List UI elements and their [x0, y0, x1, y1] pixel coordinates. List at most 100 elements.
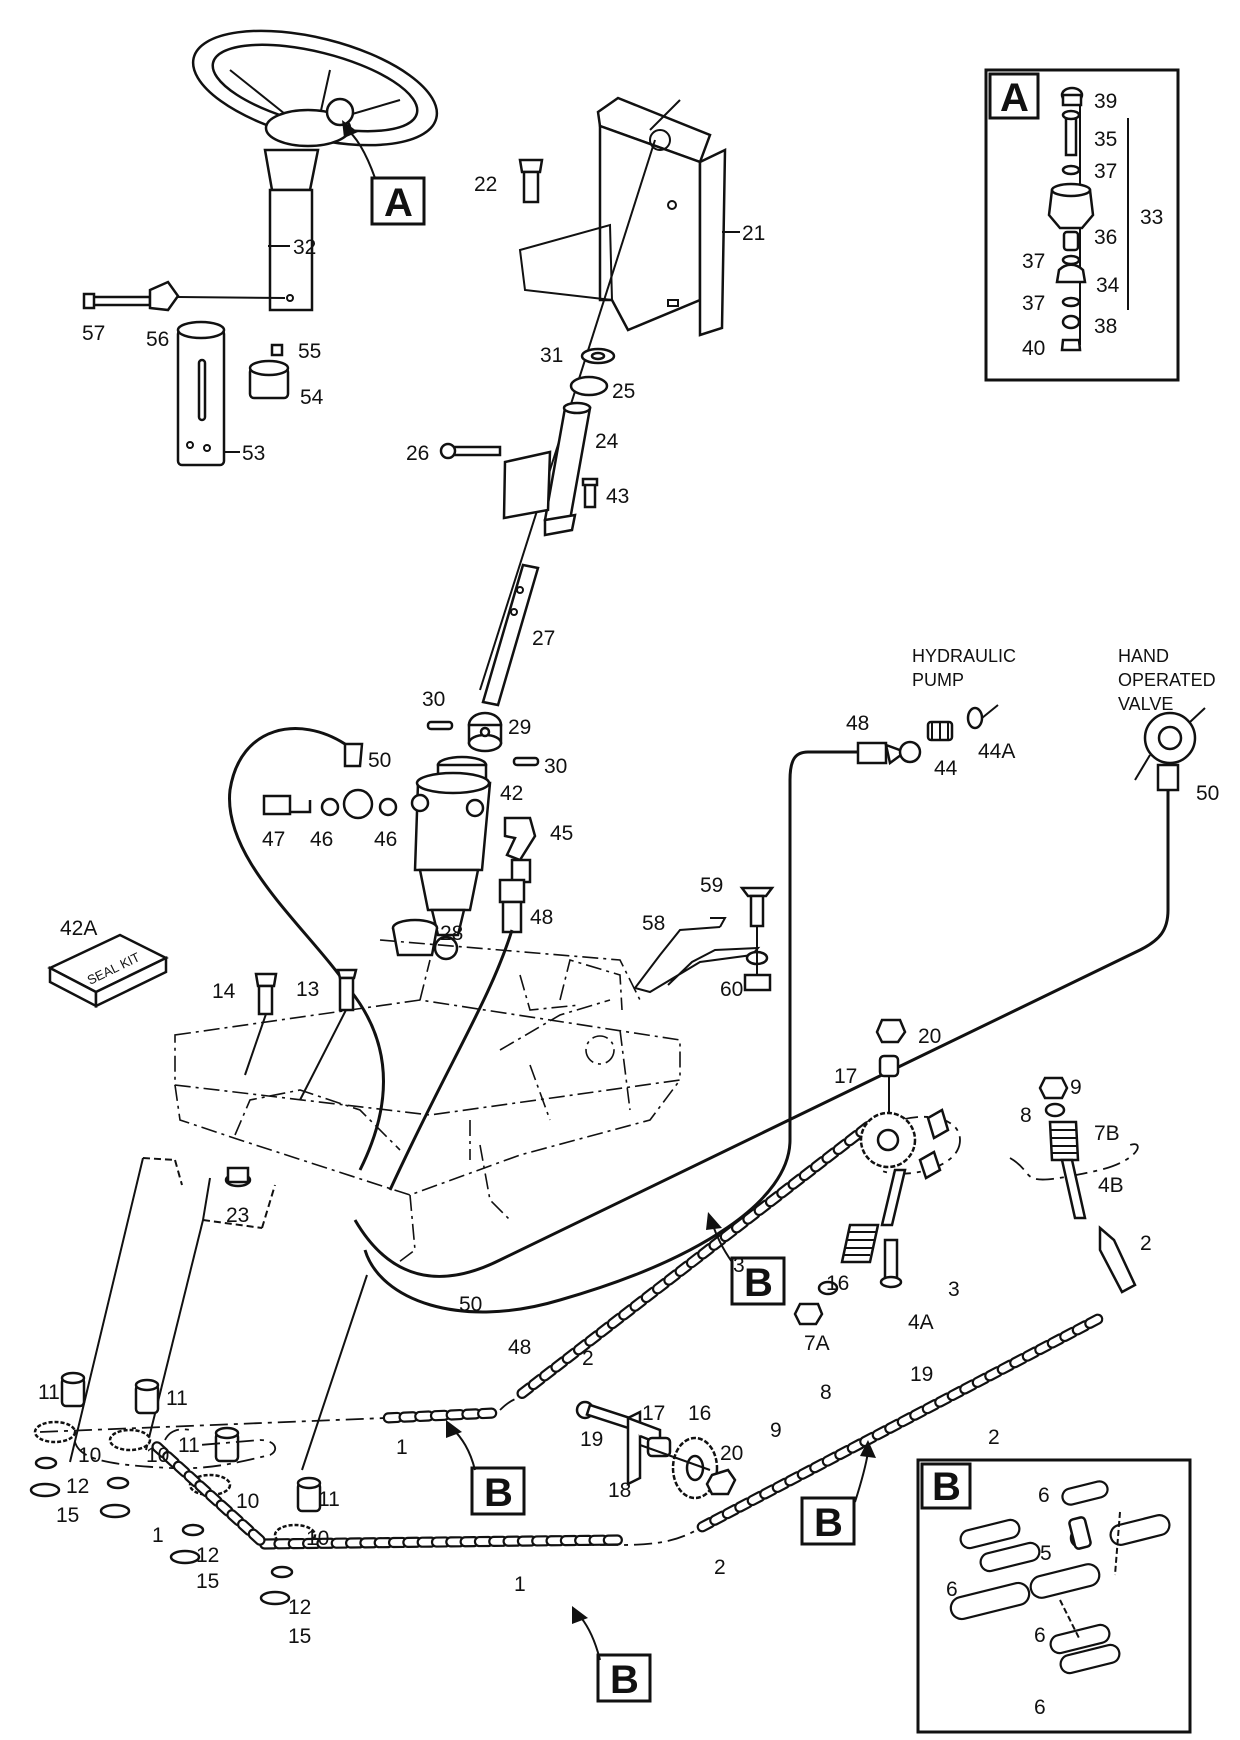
column-washer	[580, 347, 616, 365]
tube-screw	[581, 477, 599, 509]
part-label: 55	[298, 340, 321, 363]
svg-text:A: A	[384, 181, 413, 225]
screw-35	[1061, 109, 1081, 157]
part-label: 33	[1140, 206, 1163, 229]
part-label: 9	[770, 1419, 782, 1442]
part-label: 48	[530, 906, 553, 929]
part-label: 19	[580, 1428, 603, 1451]
seal-38	[1061, 314, 1081, 330]
part-label: 11	[318, 1488, 340, 1511]
part-label: 15	[196, 1570, 219, 1593]
part-label: 15	[288, 1625, 311, 1648]
part-label: 20	[720, 1442, 743, 1465]
part-label: 56	[146, 328, 169, 351]
base-40	[1060, 338, 1082, 352]
part-label: 32	[293, 236, 316, 259]
svg-text:B: B	[814, 1501, 843, 1545]
idler-spacer-17	[878, 1054, 900, 1078]
part-label: 58	[642, 912, 665, 935]
part-label: 6	[1038, 1484, 1050, 1507]
part-label: 17	[642, 1402, 665, 1425]
callout-b-upper: B	[706, 1212, 786, 1306]
part-label: 10	[236, 1490, 259, 1513]
bolt-19-lower	[575, 1400, 635, 1430]
part-label: 6	[1034, 1696, 1046, 1719]
sprocket-group	[29, 1371, 322, 1606]
tube-bolt	[439, 442, 502, 460]
part-label: 53	[242, 442, 265, 465]
part-label: 8	[1020, 1104, 1032, 1127]
part-label: 13	[296, 978, 319, 1001]
washer-37-mid	[1061, 254, 1081, 266]
cam-34	[1055, 263, 1087, 284]
valve-seal	[391, 918, 439, 957]
chain-run-3	[516, 1121, 874, 1399]
hose-end-fitting	[498, 878, 526, 934]
part-label: 2	[582, 1347, 594, 1370]
sprocket-mid	[99, 1428, 152, 1519]
part-label: 38	[1094, 315, 1117, 338]
part-label: 6	[1034, 1624, 1046, 1647]
steering-wheel	[191, 29, 439, 148]
bolt-19-upper	[879, 1238, 903, 1289]
part-label: 10	[146, 1444, 169, 1467]
part-label: 45	[550, 822, 573, 845]
part-label: 15	[56, 1504, 79, 1527]
part-label: 27	[532, 627, 555, 650]
bracket-bolt	[518, 158, 544, 204]
part-label: 31	[540, 344, 563, 367]
part-label: 37	[1022, 250, 1045, 273]
part-label: 44	[934, 757, 958, 780]
part-label: 20	[918, 1025, 941, 1048]
spacer-lower	[214, 1426, 240, 1463]
idler-sprocket-16	[859, 1111, 917, 1169]
swivel-fitting	[262, 742, 398, 820]
part-label: 36	[1094, 226, 1117, 249]
idler-nut-20	[875, 1018, 907, 1044]
part-label: 10	[78, 1444, 101, 1467]
washer-37-low	[1061, 296, 1081, 308]
part-label: 37	[1022, 292, 1045, 315]
washer-8-lower	[817, 1280, 839, 1296]
chain-run-left-1	[151, 1441, 266, 1546]
part-label: 26	[406, 442, 429, 465]
adjuster-rod-4b	[1060, 1158, 1087, 1220]
valve-banjo	[1143, 711, 1197, 792]
spacer-mid	[134, 1378, 160, 1415]
hose-50-left	[228, 727, 385, 1171]
part-label: 54	[300, 386, 324, 409]
frame-bolt-14	[254, 972, 278, 1016]
part-label: 5	[1040, 1542, 1052, 1565]
part-label: 37	[1094, 160, 1117, 183]
part-label: 25	[612, 380, 635, 403]
callout-a-main: A	[342, 120, 426, 226]
callout-b-lower: B	[572, 1606, 652, 1703]
shaft-coupling	[248, 343, 290, 400]
part-label: 12	[288, 1596, 311, 1619]
part-label: 16	[826, 1272, 849, 1295]
spacer-left	[60, 1371, 86, 1408]
hose-48-right	[388, 929, 514, 1191]
spacer-right	[296, 1476, 322, 1513]
pump-adapter	[926, 720, 954, 742]
nut-9-lower	[793, 1302, 824, 1326]
chain-link	[602, 1534, 623, 1546]
return-hose-50	[353, 790, 1170, 1278]
part-label: 30	[544, 755, 567, 778]
adjuster-rod-4a	[880, 1168, 907, 1227]
knob-cap-39	[1060, 86, 1084, 107]
chain-link	[477, 1407, 498, 1420]
part-label: 24	[595, 430, 619, 453]
nut-20-lower	[705, 1468, 737, 1496]
chain-link	[1084, 1313, 1104, 1329]
part-label: 9	[1070, 1076, 1082, 1099]
chain-path-upper	[39, 1396, 531, 1433]
lower-shaft	[176, 320, 226, 467]
frame-bolt-13	[336, 968, 358, 1012]
part-label: 2	[714, 1556, 726, 1579]
part-label: 16	[688, 1402, 711, 1425]
part-label: 42	[500, 782, 523, 805]
part-label: 50	[1196, 782, 1219, 805]
elbow-fitting	[503, 816, 537, 884]
part-label: 10	[306, 1527, 329, 1550]
